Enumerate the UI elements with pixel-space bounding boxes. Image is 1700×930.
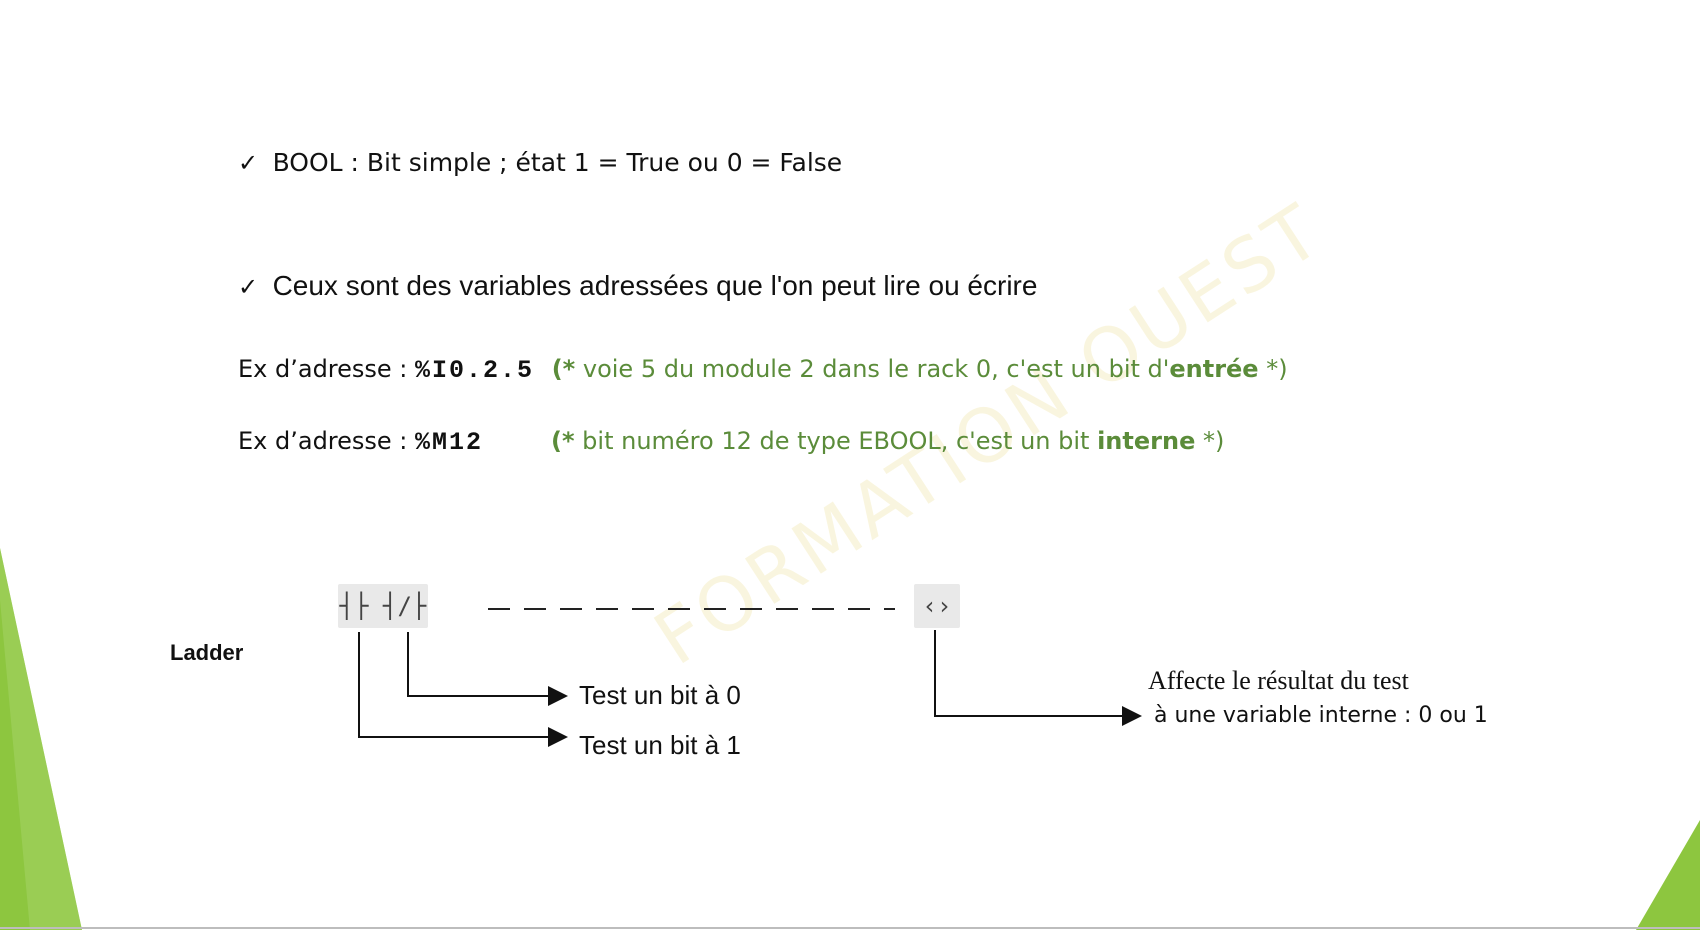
comment-close: *) [1195,427,1225,455]
address-comment: (* voie 5 du module 2 dans le rack 0, c'… [552,355,1288,383]
address-code: %I0.2.5 [415,356,535,385]
bullet-bool-text: BOOL : Bit simple ; état 1 = True ou 0 =… [272,148,843,177]
arrow-test-bit-0 [407,632,568,706]
affect-label-line1: Affecte le résultat du test [1148,666,1409,695]
comment-close: *) [1258,355,1288,383]
address-code: %M12 [415,428,484,457]
test-bit-1-label: Test un bit à 1 [579,730,741,760]
right-green-triangle [1636,820,1700,930]
example-internal-address: Ex d’adresse : %M12 (* bit numéro 12 de … [238,427,1224,457]
arrow-affect [934,630,1142,726]
test-bit-0-label: Test un bit à 0 [579,680,741,710]
bullet-variables: ✓ Ceux sont des variables adressées que … [238,270,1037,302]
example-prefix: Ex d’adresse : [238,427,416,455]
check-icon: ✓ [238,149,259,177]
comment-open: (* [551,355,576,383]
bullet-bool: ✓ BOOL : Bit simple ; état 1 = True ou 0… [238,148,842,177]
left-green-triangle-light [0,548,82,930]
comment-text: bit numéro 12 de type EBOOL, c'est un bi… [574,427,1098,455]
comment-bold: entrée [1169,355,1259,383]
address-comment: (* bit numéro 12 de type EBOOL, c'est un… [551,427,1224,455]
example-input-address: Ex d’adresse : %I0.2.5 (* voie 5 du modu… [238,355,1288,385]
comment-text: voie 5 du module 2 dans le rack 0, c'est… [575,355,1170,383]
bullet-variables-text: Ceux sont des variables adressées que l'… [272,270,1038,301]
comment-open: (* [551,427,575,455]
example-prefix: Ex d’adresse : [238,355,416,383]
arrow-test-bit-1 [358,632,568,747]
affect-label-line2: à une variable interne : 0 ou 1 [1154,703,1488,728]
check-icon: ✓ [238,273,259,301]
ladder-label: Ladder [170,640,244,665]
comment-bold: interne [1097,427,1196,455]
contacts-symbol: ┤├ ┤/├ [338,584,428,628]
coil-symbol: ‹› [914,584,960,628]
